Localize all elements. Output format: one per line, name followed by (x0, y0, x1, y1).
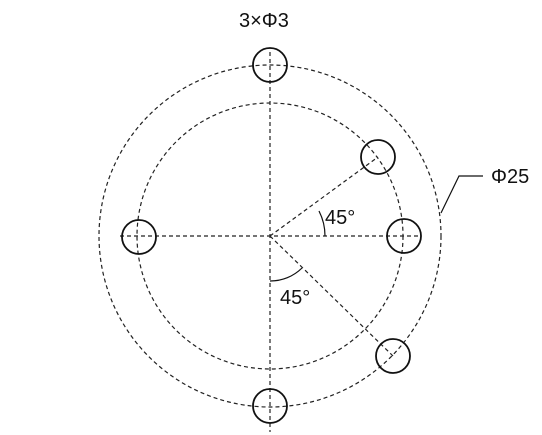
upper-angle-label: 45° (325, 207, 355, 229)
hole-left (121, 219, 157, 255)
lower-diagonal-center-line (269, 235, 394, 357)
diameter-leader-line (440, 175, 483, 214)
lower-angle-arc (269, 267, 303, 282)
hole-top (252, 47, 288, 83)
hole-lower-right (375, 338, 411, 374)
hole-right (386, 218, 422, 254)
outer-pitch-circle (98, 64, 442, 408)
hole-count-callout: 3×Φ3 (239, 10, 289, 32)
diameter-callout: Φ25 (491, 166, 529, 188)
hole-bottom (252, 388, 288, 424)
upper-angle-arc (318, 210, 326, 237)
lower-angle-label: 45° (280, 287, 310, 309)
upper-diagonal-center-line (269, 156, 379, 237)
hole-upper-right (360, 139, 396, 175)
inner-pitch-circle (136, 102, 404, 370)
